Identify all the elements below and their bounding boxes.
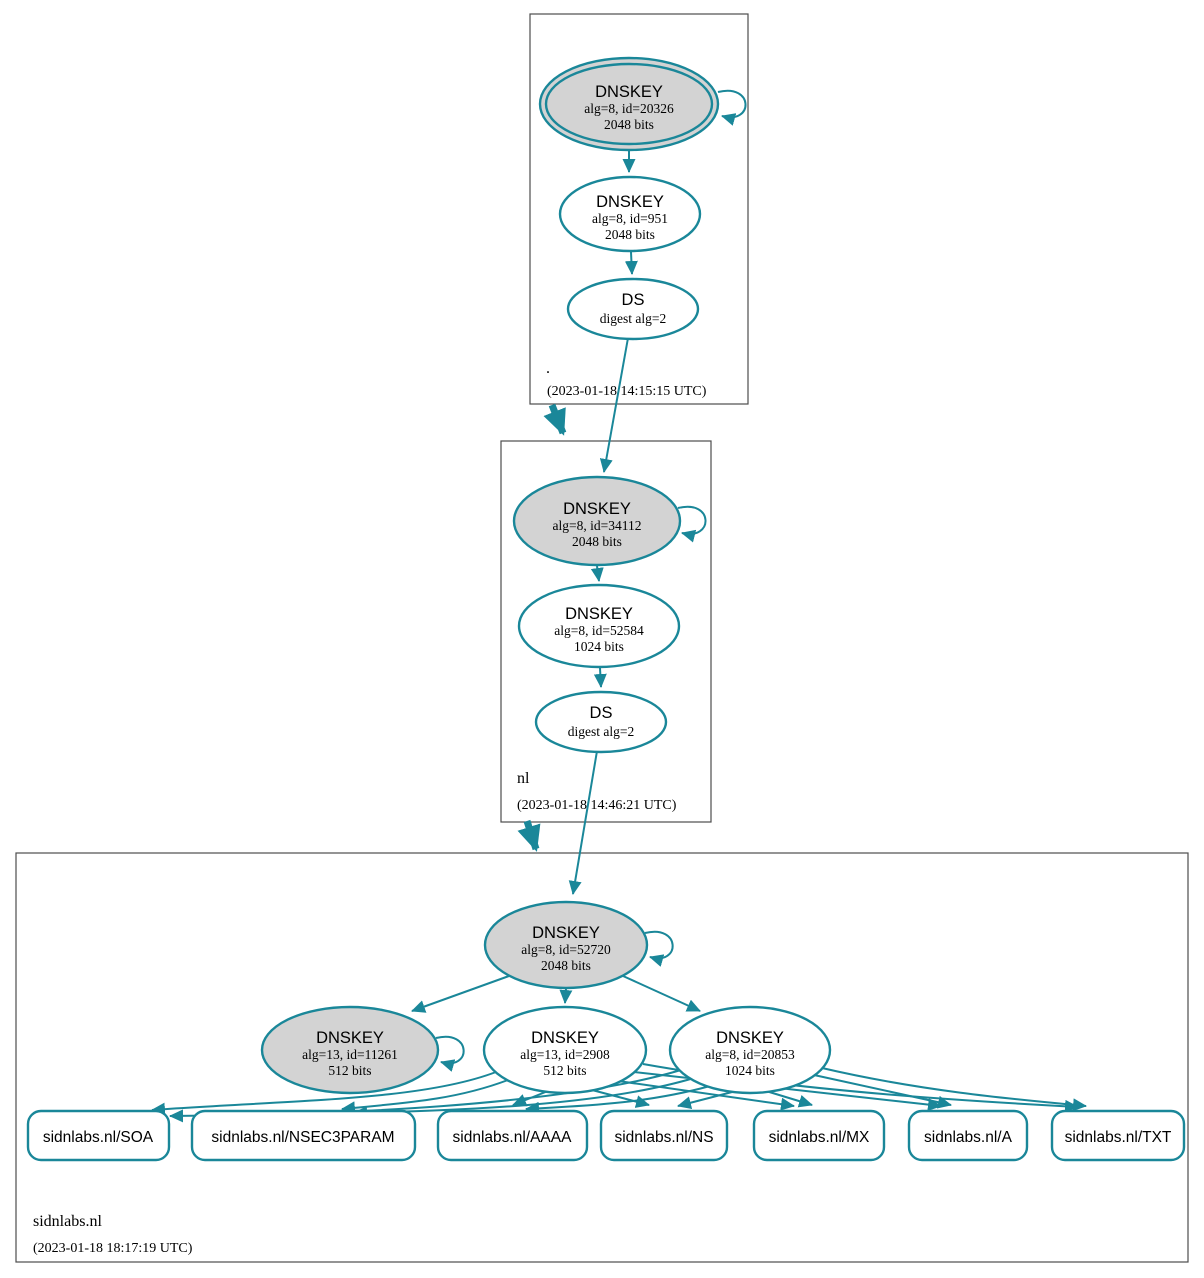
sidnlabs-zsk20853-detail2: 1024 bits — [725, 1063, 775, 1078]
nl-zsk-node — [517, 583, 681, 669]
edge-nl-zsk-ds — [593, 667, 607, 688]
rrset-soa-node — [26, 1109, 171, 1162]
rrset-a-label: sidnlabs.nl/A — [924, 1129, 1013, 1146]
edge-zsk2908-mx — [617, 1080, 795, 1111]
sidnlabs-zsk11261-title: DNSKEY — [316, 1029, 384, 1047]
nl-zsk-detail1: alg=8, id=52584 — [554, 623, 644, 638]
root-ds-node — [566, 277, 700, 341]
nl-ds-detail1: digest alg=2 — [568, 724, 634, 739]
root-zone-label: . — [546, 360, 550, 377]
root-ksk-node — [544, 62, 714, 146]
sidnlabs-zsk11261-detail2: 512 bits — [328, 1063, 371, 1078]
sidnlabs-zone-label: sidnlabs.nl — [33, 1213, 102, 1230]
sidnlabs-zsk2908-node — [482, 1005, 648, 1095]
edge-nl-ksk-selfloop — [677, 505, 707, 543]
edge-zsk20853-mx — [765, 1090, 813, 1108]
sidnlabs-zsk20853-title: DNSKEY — [716, 1029, 784, 1047]
root-zsk-detail2: 2048 bits — [605, 227, 655, 242]
edge-zsk20853-aaaa — [525, 1085, 711, 1115]
sidnlabs-zsk11261-node — [260, 1005, 440, 1095]
nl-ksk-detail1: alg=8, id=34112 — [553, 518, 642, 533]
rrset-ns-node — [599, 1109, 729, 1162]
root-zsk-detail1: alg=8, id=951 — [592, 211, 668, 226]
nl-ds-title: DS — [590, 704, 613, 722]
nl-zsk-title: DNSKEY — [565, 605, 633, 623]
rrset-mx-label: sidnlabs.nl/MX — [769, 1129, 870, 1146]
edge-nl-ksk-zsk — [590, 565, 604, 582]
nl-zone-label: nl — [517, 770, 530, 787]
sidnlabs-zsk2908-title: DNSKEY — [531, 1029, 599, 1047]
sidnlabs-ksk-detail2: 2048 bits — [541, 958, 591, 973]
edge-nl-sidnlabs-delegation — [517, 819, 541, 852]
rrset-mx-node — [752, 1109, 886, 1162]
rrset-ns-label: sidnlabs.nl/NS — [614, 1129, 713, 1146]
root-ds-title: DS — [622, 291, 645, 309]
edge-root-ds-nl-ksk — [599, 337, 629, 473]
sidnlabs-zsk11261-detail1: alg=13, id=11261 — [302, 1047, 398, 1062]
edge-nl-ds-sidnlabs-ksk — [568, 750, 598, 895]
edge-zsk20853-txt — [821, 1067, 1087, 1112]
edge-root-zsk-ds — [624, 251, 638, 275]
root-ksk-detail1: alg=8, id=20326 — [584, 101, 674, 116]
sidnlabs-ksk-node — [483, 900, 649, 990]
sidnlabs-ksk-detail1: alg=8, id=52720 — [521, 942, 611, 957]
rrset-nsec3param-node — [190, 1109, 417, 1162]
root-ksk-title: DNSKEY — [595, 83, 663, 101]
rrset-aaaa-label: sidnlabs.nl/AAAA — [453, 1129, 573, 1146]
edge-sidnlabs-zsk11261-selfloop — [435, 1035, 465, 1072]
edge-zsk20853-ns — [677, 1090, 737, 1110]
edge-zsk2908-ns — [591, 1089, 650, 1108]
edge-sidnlabs-ksk-zsk11261 — [411, 975, 510, 1013]
edges — [151, 89, 1087, 1123]
root-ds-detail1: digest alg=2 — [600, 311, 666, 326]
root-ksk-detail2: 2048 bits — [604, 117, 654, 132]
nl-ksk-title: DNSKEY — [563, 500, 631, 518]
rrset-a-node — [907, 1109, 1029, 1162]
sidnlabs-zsk20853-detail1: alg=8, id=20853 — [705, 1047, 795, 1062]
root-zsk-title: DNSKEY — [596, 193, 664, 211]
edge-root-nl-delegation — [543, 403, 567, 436]
rrset-txt-node — [1050, 1109, 1186, 1162]
rrset-nsec3param-label: sidnlabs.nl/NSEC3PARAM — [211, 1129, 394, 1146]
rrset-aaaa-node — [436, 1109, 589, 1162]
nodes — [26, 56, 1186, 1162]
labels: DNSKEY alg=8, id=20326 2048 bits DNSKEY … — [33, 83, 1172, 1256]
sidnlabs-zsk2908-detail2: 512 bits — [543, 1063, 586, 1078]
nl-zsk-detail2: 1024 bits — [574, 639, 624, 654]
edge-sidnlabs-ksk-zsk2908 — [559, 988, 573, 1004]
edge-zsk20853-a — [813, 1074, 952, 1109]
edge-sidnlabs-ksk-zsk20853 — [622, 975, 701, 1012]
edge-sidnlabs-ksk-selfloop — [644, 930, 674, 967]
nl-ksk-detail2: 2048 bits — [572, 534, 622, 549]
rrset-soa-label: sidnlabs.nl/SOA — [43, 1129, 154, 1146]
nl-ds-node — [534, 690, 668, 754]
sidnlabs-zsk20853-node — [668, 1005, 832, 1095]
sidnlabs-ksk-title: DNSKEY — [532, 924, 600, 942]
root-zone-timestamp: (2023-01-18 14:15:15 UTC) — [547, 384, 707, 399]
sidnlabs-zone-timestamp: (2023-01-18 18:17:19 UTC) — [33, 1241, 193, 1256]
rrset-txt-label: sidnlabs.nl/TXT — [1065, 1129, 1172, 1146]
edge-zsk2908-soa — [151, 1071, 497, 1116]
nl-ksk-node — [512, 475, 682, 567]
root-zsk-node — [558, 175, 702, 253]
sidnlabs-zsk2908-detail1: alg=13, id=2908 — [520, 1047, 610, 1062]
nl-zone-timestamp: (2023-01-18 14:46:21 UTC) — [517, 798, 677, 813]
edge-root-ksk-selfloop — [717, 89, 747, 126]
